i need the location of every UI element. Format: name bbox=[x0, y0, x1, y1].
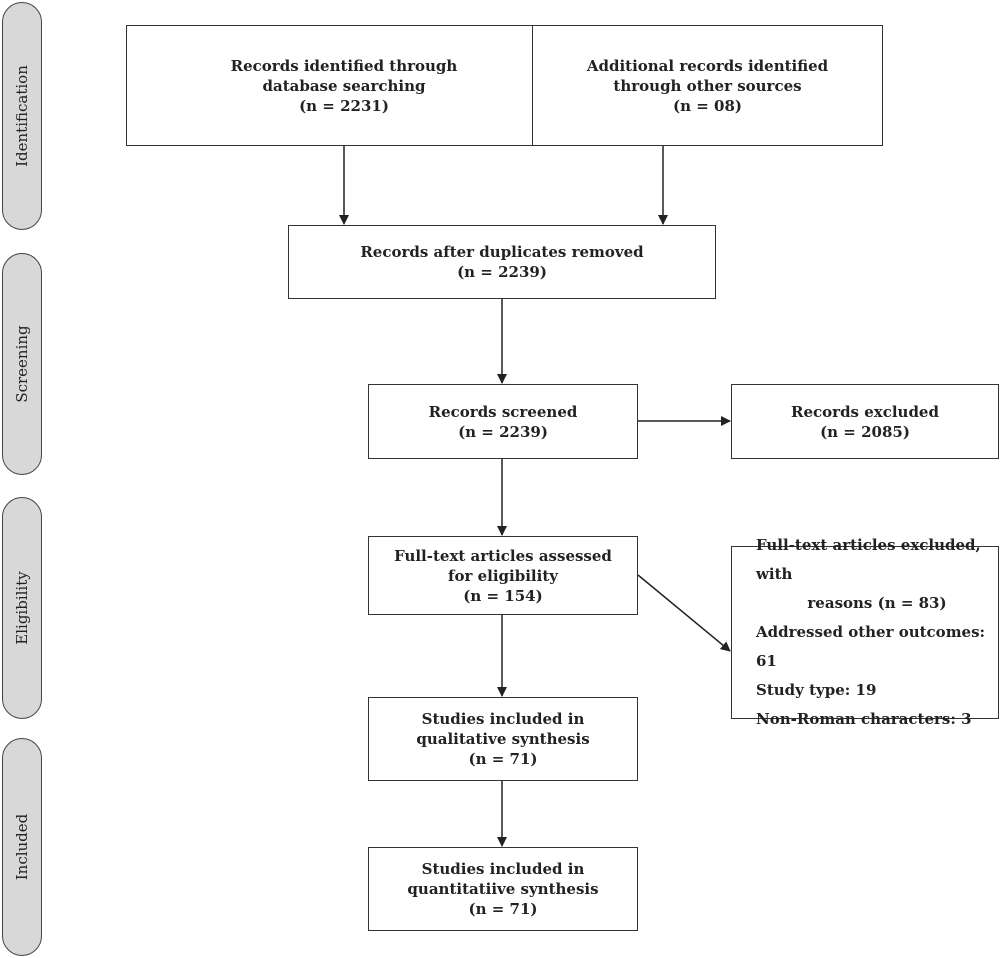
box-records-screened: Records screened (n = 2239) bbox=[368, 384, 638, 459]
phase-identification: Identification bbox=[2, 2, 42, 230]
phase-included: Included bbox=[2, 738, 42, 956]
arrow-fulltext-to-excluded bbox=[637, 574, 731, 652]
phase-included-label: Included bbox=[13, 813, 31, 881]
box-qualitative-synthesis: Studies included in qualitative synthesi… bbox=[368, 697, 638, 781]
phase-screening-label: Screening bbox=[13, 325, 31, 403]
box-fulltext-assessed: Full-text articles assessed for eligibil… bbox=[368, 536, 638, 615]
phase-screening: Screening bbox=[2, 253, 42, 475]
box-database-searching: Records identified through database sear… bbox=[126, 25, 562, 146]
box-other-sources: Additional records identified through ot… bbox=[532, 25, 883, 146]
phase-identification-label: Identification bbox=[13, 65, 31, 167]
box-fulltext-excluded: Full-text articles excluded, with reason… bbox=[731, 536, 999, 728]
phase-eligibility: Eligibility bbox=[2, 497, 42, 719]
box-duplicates-removed: Records after duplicates removed (n = 22… bbox=[288, 225, 716, 299]
phase-eligibility-label: Eligibility bbox=[13, 571, 31, 645]
box-quantitative-synthesis: Studies included in quantitatiive synthe… bbox=[368, 847, 638, 931]
box-records-excluded: Records excluded (n = 2085) bbox=[731, 384, 999, 459]
